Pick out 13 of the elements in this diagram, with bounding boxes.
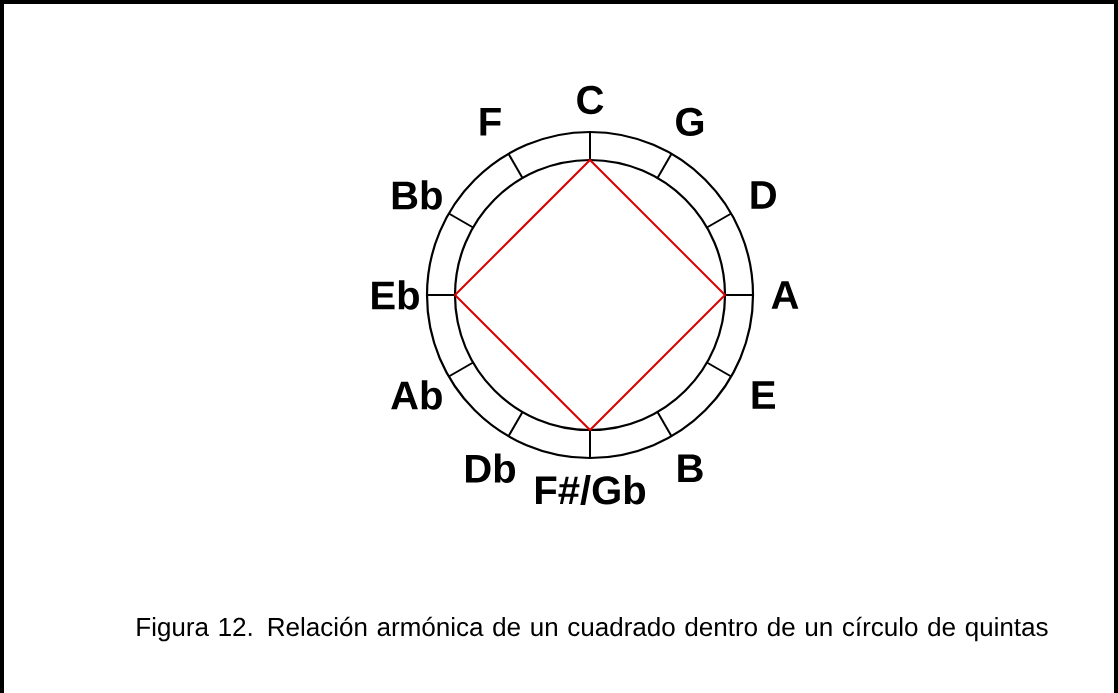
note-label: Bb xyxy=(392,180,442,210)
note-label: G xyxy=(676,107,704,136)
note-label: A xyxy=(771,281,799,309)
note-label: Eb xyxy=(372,280,419,310)
note-label: C xyxy=(577,85,604,115)
note-label: E xyxy=(752,381,775,409)
note-label: F#/Gb xyxy=(536,475,646,505)
note-label: D xyxy=(751,181,776,209)
caption: Figura 12. Relación armónica de un cuadrado dentro de un círculo de quintas xyxy=(137,616,1048,642)
note-label: B xyxy=(678,454,703,482)
note-label: Db xyxy=(466,453,515,483)
note-label: F xyxy=(480,108,501,136)
note-label: Ab xyxy=(391,380,442,410)
